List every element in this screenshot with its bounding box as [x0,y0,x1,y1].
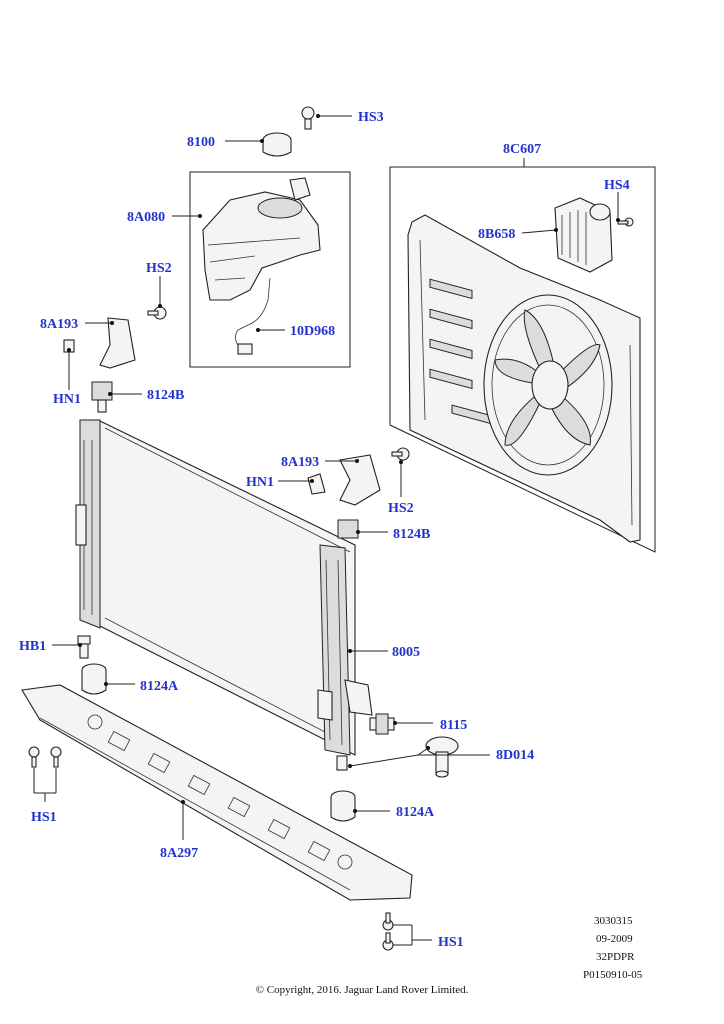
callout-8005: 8005 [392,645,420,660]
meta-line-2: 09-2009 [596,933,633,945]
bolt-hs3 [301,106,315,130]
level-sensor-wire [235,277,271,349]
screws-hs1-left [28,746,62,768]
callout-hs1-left: HS1 [31,810,57,825]
expansion-tank-box [189,171,351,368]
callout-8a297: 8A297 [160,846,198,861]
mount-8124b-mid [337,519,359,539]
bolt-hb1 [77,635,91,659]
mount-8124b-top [91,381,113,401]
shroud-slats [429,278,493,425]
callout-hs2-top: HS2 [146,261,172,276]
fan-shroud-box [389,166,656,553]
cooling-fan [483,294,613,476]
callout-hn1-mid: HN1 [246,475,274,490]
callout-8124a-left: 8124A [140,679,179,694]
fan-control-module [554,197,613,273]
leader-lines [33,114,620,946]
screws-hs1-bottom [382,912,394,951]
callout-8124a-right: 8124A [396,805,435,820]
expansion-tank [202,191,321,301]
callout-8b658: 8B658 [478,227,515,242]
bushing-8124a-right [330,790,356,822]
callout-10d968: 10D968 [290,324,335,339]
callout-hb1: HB1 [19,639,46,654]
radiator [75,419,373,756]
pressure-cap [262,132,292,157]
expansion-tank-group [189,106,351,368]
callout-8124b-mid: 8124B [393,527,430,542]
callout-labels: HS3 8100 8C607 HS4 8A080 8B658 HS2 8A193… [19,110,630,950]
meta-line-4: P0150910-05 [583,969,643,981]
callout-hs3: HS3 [358,110,384,125]
lower-panel [21,684,413,901]
bushing-8124a-left [81,663,107,695]
bracket-8a193-top [63,306,167,369]
copyright-notice: © Copyright, 2016. Jaguar Land Rover Lim… [256,984,469,996]
callout-8124b-top: 8124B [147,388,184,403]
callout-8a080: 8A080 [127,210,165,225]
callout-hn1-top: HN1 [53,392,81,407]
callout-8d014: 8D014 [496,748,534,763]
callout-8a193-top: 8A193 [40,317,78,332]
callout-hs1-bottom: HS1 [438,935,464,950]
callout-8100: 8100 [187,135,215,150]
fan-shroud-group [389,166,656,553]
callout-8115: 8115 [440,718,467,733]
drain-plug [336,736,459,778]
temperature-sensor [369,713,395,735]
meta-line-3: 32PDPR [596,951,635,963]
screw-hs4 [617,217,634,227]
bracket-8a193-mid [307,447,410,506]
callout-8c607: 8C607 [503,142,541,157]
meta-line-1: 3030315 [594,915,633,927]
callout-hs2-mid: HS2 [388,501,414,516]
callout-8a193-mid: 8A193 [281,455,319,470]
drawing-meta: 3030315 09-2009 32PDPR P0150910-05 [583,915,643,981]
callout-hs4: HS4 [604,178,630,193]
